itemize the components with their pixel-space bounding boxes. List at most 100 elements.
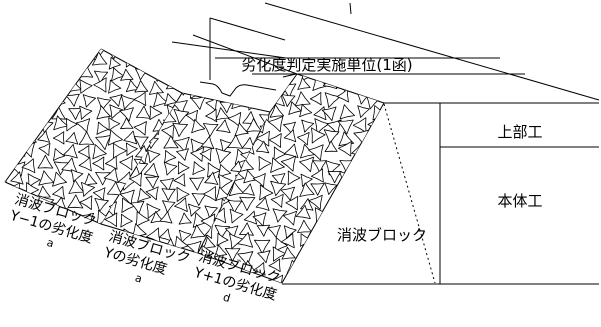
armor-block-shape [109, 94, 123, 107]
armor-block-shape [121, 197, 135, 213]
armor-block-shape [104, 212, 118, 227]
armor-block-shape [321, 106, 337, 121]
armor-block-shape [255, 140, 270, 154]
armor-block-shape [162, 200, 176, 213]
armor-block-shape [22, 91, 39, 107]
armor-block-shape [282, 210, 297, 226]
armor-block-shape [311, 127, 326, 144]
grade-label: a [134, 271, 144, 285]
armor-block-shape [189, 177, 205, 191]
grade-label: d [222, 291, 232, 305]
armor-block-shape [218, 173, 233, 190]
armor-block-shape [153, 92, 169, 108]
slope-edge [197, 252, 283, 284]
armor-block-shape [130, 200, 145, 214]
armor-block-shape [217, 164, 232, 178]
armor-block-shape [61, 157, 78, 173]
armor-block-shape [108, 79, 122, 94]
armor-block-shape [353, 183, 369, 199]
armor-block-shape [120, 68, 134, 81]
armor-block-shape [24, 49, 38, 53]
armor-block-shape [340, 261, 355, 276]
perspective-line [264, 2, 600, 101]
armor-block-shape [51, 77, 67, 93]
armor-block-shape [316, 221, 330, 236]
armor-block-shape [190, 224, 206, 239]
armor-block-shape [11, 122, 27, 136]
armor-block-shape [237, 251, 254, 267]
armor-block-shape [323, 129, 340, 144]
armor-block-shape [199, 147, 212, 162]
armor-block-shape [354, 207, 368, 219]
armor-block-shape [256, 224, 271, 237]
armor-block-shape [135, 68, 148, 81]
armor-block-shape [365, 275, 382, 283]
armor-block-shape [341, 246, 357, 261]
armor-block-shape [244, 76, 259, 92]
armor-block-shape [366, 171, 381, 186]
armor-block-shape [339, 160, 353, 172]
armor-block-shape [367, 262, 383, 277]
armor-block-shape [56, 65, 69, 79]
armor-block-shape [76, 118, 91, 133]
armor-block-shape [352, 117, 367, 133]
armor-block-shape [53, 148, 66, 161]
armor-block-shape [214, 77, 230, 93]
armor-block-shape [112, 142, 127, 159]
armor-block-shape [145, 186, 159, 201]
armor-block-shape [108, 117, 121, 131]
armor-block-shape [97, 97, 111, 111]
armor-block-shape [227, 134, 244, 149]
armor-block-shape [271, 173, 286, 186]
armor-block-shape [78, 131, 95, 145]
armor-block-shape [178, 229, 192, 243]
armor-block-shape [353, 196, 368, 209]
armor-block-shape [351, 143, 366, 158]
armor-block-shape [75, 49, 91, 57]
armor-block-shape [134, 55, 149, 70]
armor-block-shape [191, 119, 206, 134]
armor-block-shape [5, 211, 8, 224]
armor-block-shape [369, 83, 383, 97]
armor-block-shape [205, 97, 218, 111]
armor-block-shape [230, 160, 244, 174]
armor-block-shape [383, 115, 384, 130]
armor-block-shape [357, 105, 370, 118]
armor-block-shape [369, 155, 384, 171]
armor-block-shape [314, 207, 329, 223]
armor-block-shape [243, 169, 258, 184]
armor-block-shape [66, 63, 81, 77]
armor-block-shape [93, 49, 109, 57]
armor-block-shape [162, 50, 177, 66]
armor-block-shape [314, 118, 330, 134]
armor-block-shape [38, 90, 53, 105]
armor-block-shape [253, 94, 266, 108]
armor-block-shape [51, 55, 67, 72]
armor-block-shape [173, 109, 190, 124]
armor-block-shape [285, 195, 299, 211]
armor-block-shape [27, 173, 41, 188]
armor-block-shape [136, 105, 151, 119]
armor-block-shape [159, 211, 173, 224]
armor-block-shape [52, 131, 65, 145]
armor-block-shape [269, 104, 284, 118]
armor-block-shape [68, 107, 83, 120]
armor-block-shape [382, 245, 384, 262]
grade-label: a [45, 236, 55, 250]
armor-block-shape [35, 78, 52, 94]
perspective-line [171, 41, 287, 59]
armor-block-shape [180, 65, 182, 82]
armor-block-shape [252, 173, 266, 187]
armor-block-shape [133, 161, 149, 176]
armor-block-shape [191, 96, 206, 110]
armor-block-shape [108, 56, 121, 70]
armor-block-shape [241, 183, 255, 196]
armor-block-shape [336, 78, 351, 93]
armor-block-shape [339, 275, 354, 283]
armor-block-shape [192, 161, 206, 175]
armor-block-shape [267, 116, 284, 133]
armor-block-shape [288, 101, 302, 115]
armor-block-shape [337, 119, 354, 135]
armor-block-shape [312, 160, 327, 173]
